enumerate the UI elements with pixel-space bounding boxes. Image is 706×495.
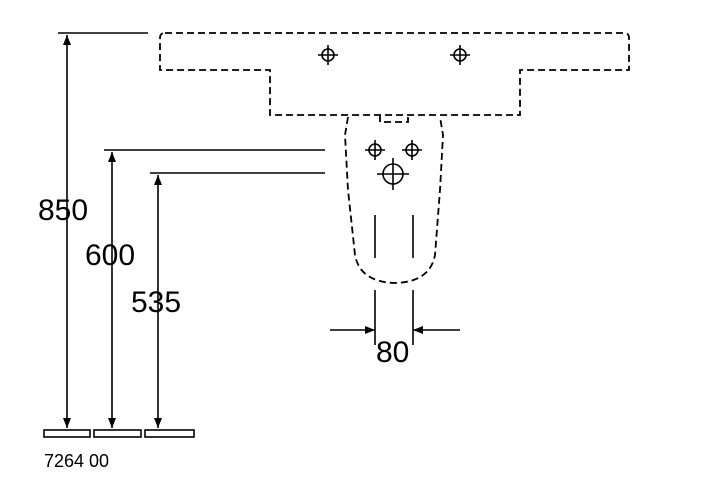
siphon-cover-outline [379, 115, 409, 123]
basin-outline [159, 32, 630, 116]
tap-hole-right-icon [450, 45, 470, 65]
dim-label-535: 535 [131, 286, 181, 319]
floor-block-2 [93, 429, 142, 438]
dim-label-80: 80 [376, 336, 409, 369]
floor-block-1 [43, 429, 91, 438]
floor-block-3 [144, 429, 195, 438]
dim-label-850: 850 [38, 194, 88, 227]
water-inlet-left-icon [365, 140, 385, 160]
product-code: 7264 00 [44, 451, 109, 471]
pedestal-outline [344, 116, 444, 284]
dim-label-600: 600 [85, 239, 135, 272]
waste-outlet-icon [377, 158, 409, 190]
tap-hole-left-icon [318, 45, 338, 65]
water-inlet-right-icon [402, 140, 422, 160]
